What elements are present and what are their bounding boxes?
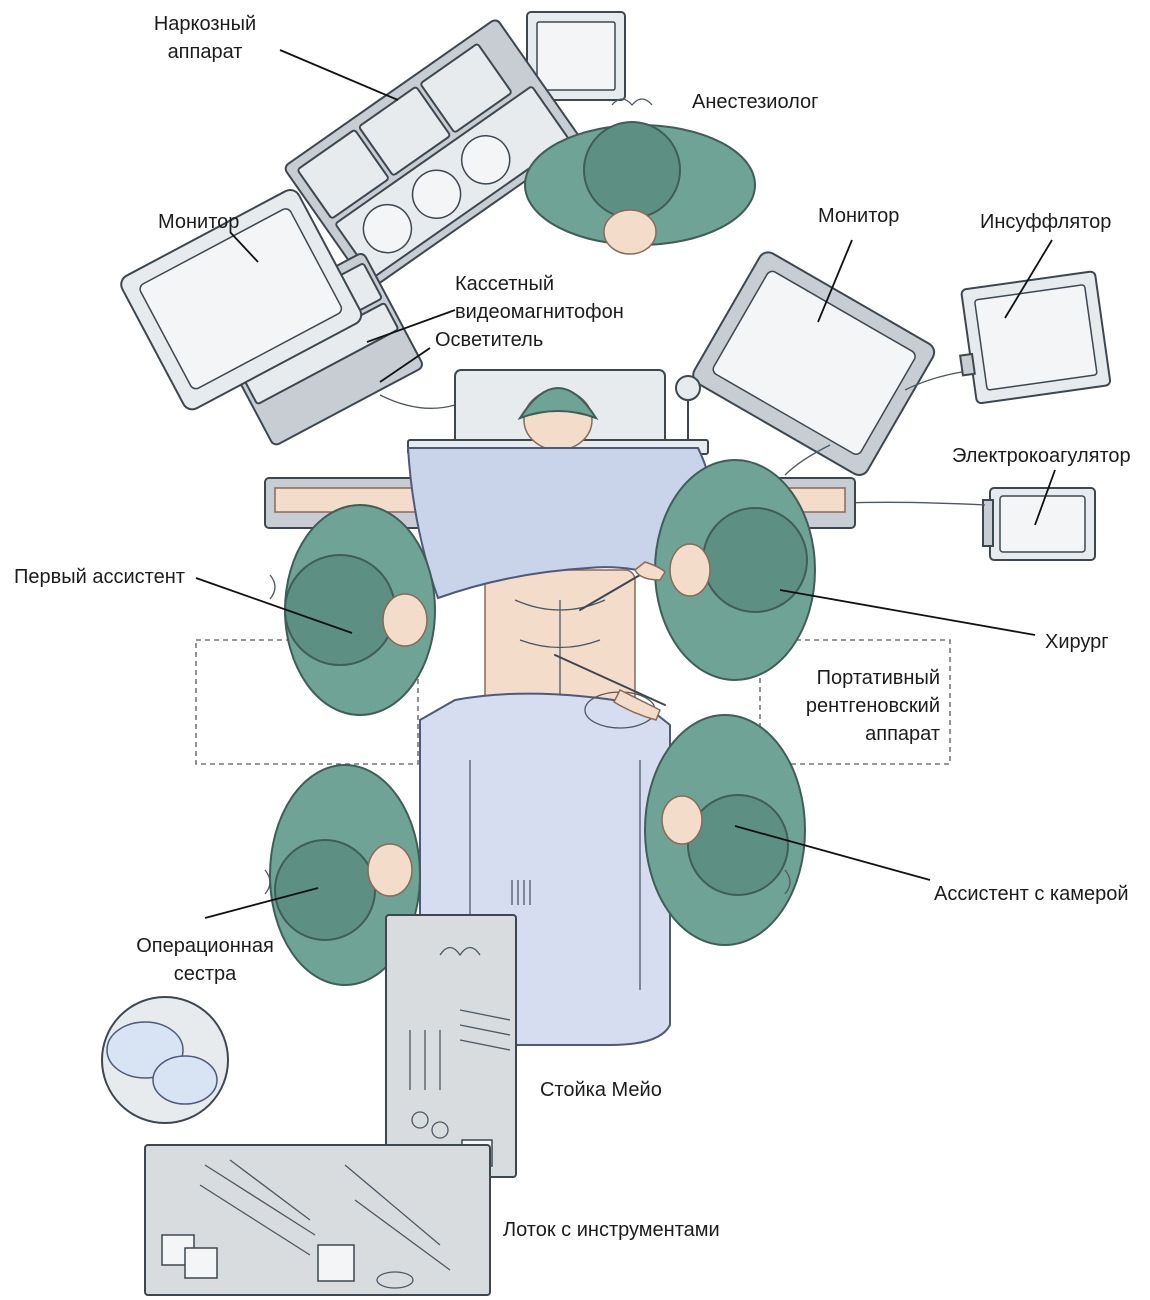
label-anesthesiologist: Анестезиолог [692, 91, 818, 113]
label-instrument-tray: Лоток с инструментами [503, 1219, 720, 1241]
right-monitor [690, 249, 938, 479]
label-portable-xray-line3: аппарат [865, 723, 940, 745]
label-camera-assistant: Ассистент с камерой [934, 883, 1129, 905]
label-monitor-left: Монитор [158, 211, 239, 233]
label-electrocoagulator: Электрокоагулятор [952, 445, 1131, 467]
label-anesthesia-machine-line1: Наркозный [154, 13, 256, 35]
first-assistant-figure [270, 505, 435, 715]
label-scrub-nurse-line1: Операционная [136, 935, 274, 957]
mayo-stand [386, 915, 516, 1177]
instrument-tray [145, 1145, 490, 1295]
gauze-sponge-circle [102, 997, 228, 1123]
label-portable-xray-line1: Портативный [817, 667, 940, 689]
electrocoagulator-device [983, 488, 1095, 560]
label-surgeon: Хирург [1045, 631, 1109, 653]
label-first-assistant: Первый ассистент [14, 566, 185, 588]
label-scrub-nurse-line2: сестра [174, 963, 237, 985]
insufflator-device [951, 271, 1111, 405]
label-portable-xray-line2: рентгеновский [806, 695, 940, 717]
label-monitor-right: Монитор [818, 205, 899, 227]
label-insufflator: Инсуффлятор [980, 211, 1111, 233]
label-mayo-stand: Стойка Мейо [540, 1079, 662, 1101]
label-anesthesia-machine-line2: аппарат [168, 41, 243, 63]
label-light-source: Осветитель [435, 329, 543, 351]
label-vcr-line1: Кассетный [455, 273, 554, 295]
label-vcr-line2: видеомагнитофон [455, 301, 624, 323]
